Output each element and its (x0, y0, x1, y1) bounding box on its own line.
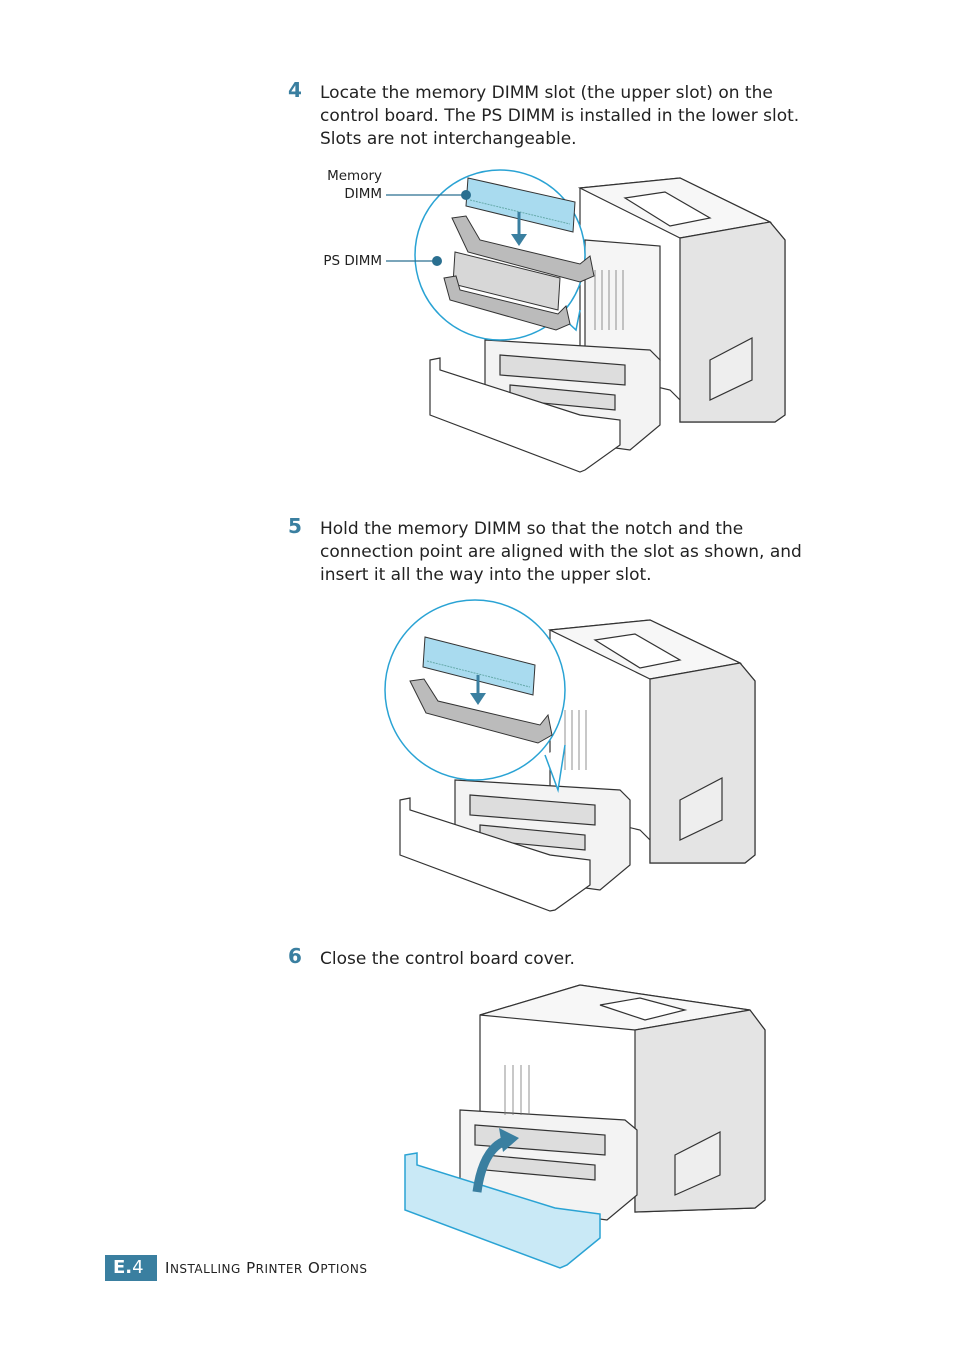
upper-slot (409, 678, 553, 744)
page-number-badge: E.4 (105, 1255, 157, 1281)
figure-insert-dimm (384, 599, 756, 912)
title-cap: I (165, 1259, 170, 1277)
page-footer: E.4 INSTALLING PRINTER OPTIONS (105, 1255, 705, 1281)
memory-dimm-label: Memory DIMM (300, 167, 382, 203)
title-smallcaps: NSTALLING (169, 1262, 241, 1276)
title-smallcaps: PTIONS (320, 1262, 368, 1276)
ps-dimm-label: PS DIMM (323, 253, 382, 269)
chapter-label: E. (113, 1257, 133, 1278)
ps-dimm (452, 251, 561, 311)
step-line: connection point are aligned with the sl… (320, 542, 802, 562)
magnify-circle (384, 599, 566, 781)
step-line: Slots are not interchangeable. (320, 129, 577, 149)
step-line: Locate the memory DIMM slot (the upper s… (320, 83, 773, 103)
title-cap: P (246, 1259, 256, 1277)
memory-dimm (422, 636, 536, 696)
step-text: Hold the memory DIMM so that the notch a… (320, 518, 840, 587)
step-line: Hold the memory DIMM so that the notch a… (320, 519, 744, 539)
step-number: 4 (288, 78, 302, 102)
step-line: insert it all the way into the upper slo… (320, 565, 652, 585)
control-board-cover (404, 1152, 601, 1269)
page-number: 4 (132, 1257, 144, 1278)
figure-memory-slot-location (386, 169, 786, 473)
figure-close-cover (404, 984, 766, 1269)
memory-dimm-label-line2: DIMM (344, 186, 382, 202)
step-line: control board. The PS DIMM is installed … (320, 106, 800, 126)
step-number: 6 (288, 944, 302, 968)
title-smallcaps: RINTER (255, 1262, 303, 1276)
memory-dimm-label-line1: Memory (327, 168, 382, 184)
step-text: Locate the memory DIMM slot (the upper s… (320, 82, 840, 151)
step-line: Close the control board cover. (320, 949, 575, 969)
step-number: 5 (288, 514, 302, 538)
lower-slot (443, 275, 571, 331)
title-cap: O (308, 1259, 321, 1277)
step-text: Close the control board cover. (320, 948, 840, 971)
section-title: INSTALLING PRINTER OPTIONS (165, 1259, 368, 1277)
upper-slot (451, 215, 595, 283)
